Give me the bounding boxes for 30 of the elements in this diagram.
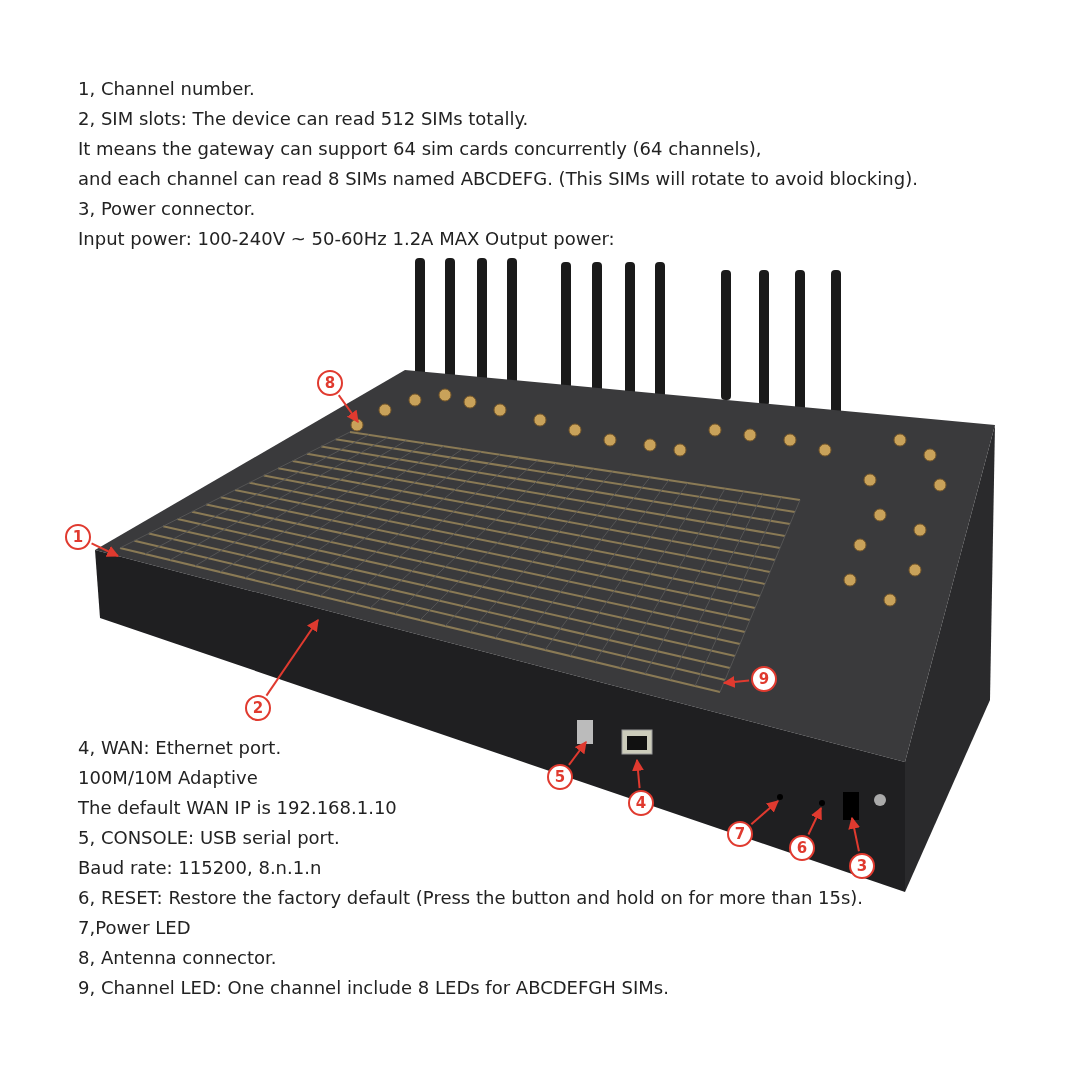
note-text: 100M/10M Adaptive	[78, 767, 258, 789]
callout-number: 4	[628, 790, 654, 816]
leader-line	[722, 675, 751, 688]
note-text: 5, CONSOLE: USB serial port.	[78, 827, 340, 849]
callout-number: 2	[245, 695, 271, 721]
note-text: 1, Channel number.	[78, 78, 255, 100]
note-text: 9, Channel LED: One channel include 8 LEDs for ABCDEFGH SIMs.	[78, 977, 669, 999]
leader-line	[848, 816, 861, 853]
leader-line	[265, 619, 319, 697]
note-text: 2, SIM slots: The device can read 512 SIMs totally.	[78, 108, 529, 130]
callout-number: 5	[547, 764, 573, 790]
note-text: 7,Power LED	[78, 917, 191, 939]
leader-line	[807, 806, 822, 836]
note-text: Baud rate: 115200, 8.n.1.n	[78, 857, 322, 879]
note-text: and each channel can read 8 SIMs named ABCDEFG. (This SIMs will rotate to avoid blocking).	[78, 168, 918, 190]
note-text: Input power: 100-240V ~ 50-60Hz 1.2A MAX Output power:	[78, 228, 615, 250]
leader-line	[90, 542, 120, 557]
note-text: 8, Antenna connector.	[78, 947, 277, 969]
note-text: It means the gateway can support 64 sim cards concurrently (64 channels),	[78, 138, 762, 160]
note-text: The default WAN IP is 192.168.1.10	[78, 797, 397, 819]
callout-number: 8	[317, 370, 343, 396]
callout-number: 1	[65, 524, 91, 550]
note-text: 6, RESET: Restore the factory default (Press the button and hold on for more than 15s).	[78, 887, 864, 909]
leader-line	[337, 394, 359, 423]
note-text: 4, WAN: Ethernet port.	[78, 737, 282, 759]
callout-number: 7	[727, 821, 753, 847]
note-text: 3, Power connector.	[78, 198, 256, 220]
leader-line	[567, 741, 587, 766]
leader-line	[750, 800, 779, 826]
leader-line	[632, 758, 644, 790]
